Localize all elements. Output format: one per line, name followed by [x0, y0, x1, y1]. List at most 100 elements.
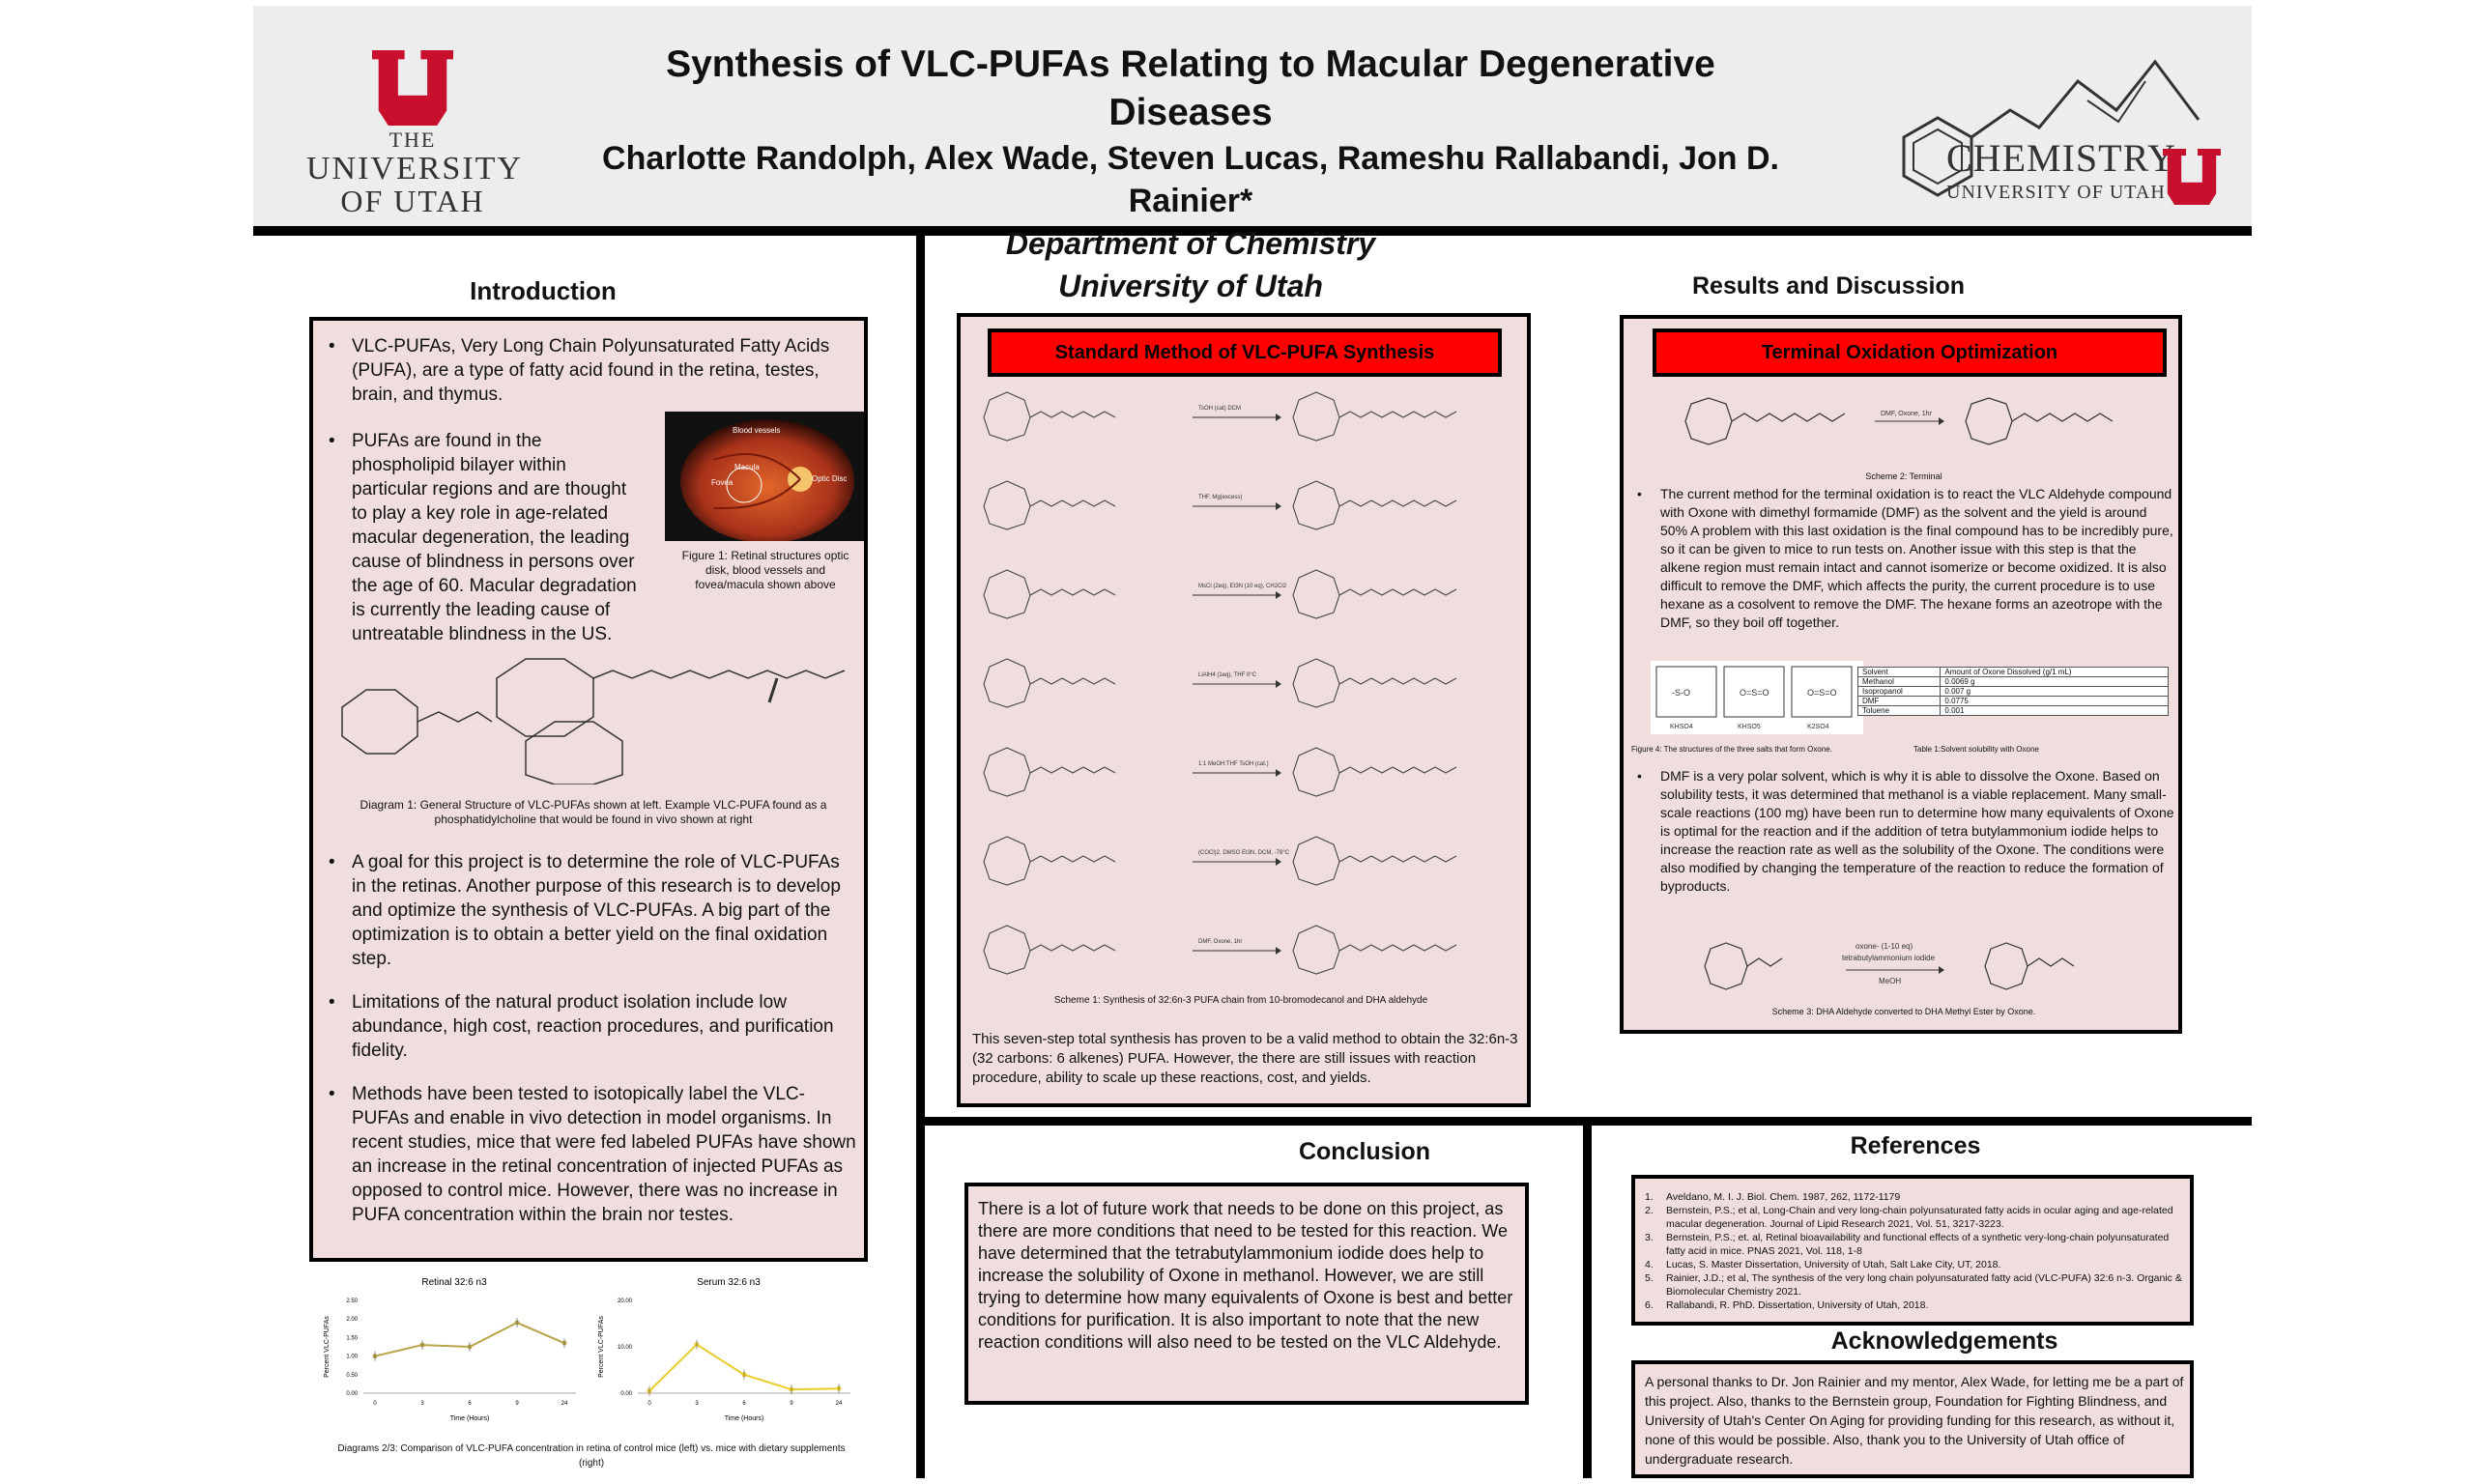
svg-text:O=S=O: O=S=O	[1740, 688, 1769, 698]
reference-item: 1.Aveldano, M. I. J. Biol. Chem. 1987, 2…	[1645, 1191, 1901, 1203]
scheme1-chain	[1029, 499, 1116, 507]
scheme1-chain	[1029, 944, 1116, 952]
scheme1-row: DMF, Oxone, 1hr	[983, 925, 1457, 975]
conclusion-text: There is a lot of future work that needs…	[978, 1199, 1513, 1352]
terminal-oxidation-banner: Terminal Oxidation Optimization	[1653, 328, 2167, 377]
retina-fundus-icon: Blood vessels Macula Fovea Optic Disc	[680, 419, 854, 541]
scheme1-chain	[1338, 588, 1457, 596]
reference-text: Rallabandi, R. PhD. Dissertation, Univer…	[1666, 1299, 1929, 1311]
serum-series-line	[648, 1343, 840, 1392]
scheme1-ring	[983, 836, 1031, 886]
serum-title: Serum 32:6 n3	[697, 1277, 761, 1288]
acknowledgements-box: A personal thanks to Dr. Jon Rainier and…	[1631, 1360, 2194, 1478]
retinal-y-tick: 2.00	[346, 1317, 358, 1323]
terminal-bullet-1: The current method for the terminal oxid…	[1627, 485, 2176, 632]
standard-method-box: Standard Method of VLC-PUFA Synthesis Ts…	[957, 313, 1531, 1107]
scheme1-ring	[983, 391, 1031, 442]
svg-text:O=S=O: O=S=O	[1807, 688, 1837, 698]
reference-text: Bernstein, P.S.; et. al, Retinal bioavai…	[1666, 1232, 2170, 1257]
scheme1-reagent: LiAlH4 (1eq), THF 0°C	[1198, 672, 1257, 678]
serum-ylabel: Percent VLC-PUFAs	[598, 1316, 605, 1378]
retinal-y-tick: 0.00	[346, 1391, 358, 1397]
figure4-caption: Figure 4: The structures of the three sa…	[1631, 745, 1832, 754]
divider-left	[916, 236, 925, 1478]
scheme1-arrowhead	[1276, 769, 1281, 777]
scheme1-row: LiAlH4 (1eq), THF 0°C	[983, 658, 1457, 708]
scheme1-arrowhead	[1276, 591, 1281, 599]
scheme1-chain	[1338, 677, 1457, 685]
table-header-row: Solvent Amount of Oxone Dissolved (g/1 m…	[1856, 667, 2169, 677]
serum-x-tick: 9	[790, 1401, 793, 1407]
diagrams23-caption: Diagrams 2/3: Comparison of VLC-PUFA con…	[337, 1443, 846, 1469]
serum-y-tick: 20.00	[618, 1298, 633, 1304]
table-cell: Methanol	[1856, 676, 1942, 687]
chemistry-sub: UNIVERSITY OF UTAH	[1946, 182, 2166, 203]
scheme1-chain	[1338, 411, 1457, 418]
reference-item: 3.Bernstein, P.S.; et. al, Retinal bioav…	[1645, 1232, 2170, 1257]
scheme1-chain	[1029, 588, 1116, 596]
table-cell: 0.001	[1940, 705, 2169, 716]
scheme1-ring	[1292, 569, 1340, 619]
intro-bullet-4: Limitations of the natural product isola…	[319, 990, 856, 1063]
serum-xlabel: Time (Hours)	[725, 1415, 764, 1422]
chemistry-logo-graphic-icon	[1902, 59, 2201, 197]
reference-text: Rainier, J.D.; et al, The synthesis of t…	[1666, 1272, 2182, 1298]
table-cell: 0.0775	[1940, 696, 2169, 706]
references-box: 1.Aveldano, M. I. J. Biol. Chem. 1987, 2…	[1631, 1175, 2194, 1326]
scheme1-row: TsOH (cat) DCM	[983, 391, 1457, 442]
scheme1-caption: Scheme 1: Synthesis of 32:6n-3 PUFA chai…	[1053, 995, 1428, 1006]
scheme1-chain	[1029, 411, 1116, 418]
label-optic-disc: Optic Disc	[812, 474, 847, 483]
retinal-y-tick: 1.00	[346, 1355, 358, 1360]
chemistry-logo: CHEMISTRY UNIVERSITY OF UTAH	[1865, 52, 2223, 216]
scheme1-reagent: (COCl)2, DMSO Et3N, DCM, -78°C	[1198, 850, 1290, 856]
table-cell: 0.0069 g	[1940, 676, 2169, 687]
scheme1-row: MsCl (2eq), Et3N (10 eq), CH2Cl2	[983, 569, 1457, 619]
scheme1-ring	[1292, 480, 1340, 530]
serum-y-tick: 10.00	[618, 1345, 633, 1351]
header: THE UNIVERSITY OF UTAH Synthesis of VLC-…	[253, 6, 2252, 303]
label-macula: Macula	[734, 463, 760, 471]
scheme1-row: (COCl)2, DMSO Et3N, DCM, -78°C	[983, 836, 1457, 886]
conclusion-box: There is a lot of future work that needs…	[964, 1183, 1529, 1405]
intro-box: VLC-PUFAs, Very Long Chain Polyunsaturat…	[309, 317, 868, 1262]
standard-method-banner: Standard Method of VLC-PUFA Synthesis	[988, 328, 1502, 377]
acknowledgements-title: Acknowledgements	[1830, 1327, 2058, 1355]
serum-x-tick: 0	[647, 1401, 651, 1407]
figure1-caption: Figure 1: Retinal structures optic disk,…	[681, 549, 849, 591]
diagram1-caption: Diagram 1: General Structure of VLC-PUFA…	[360, 798, 827, 826]
scheme3-reagent-2: tetrabutylammonium iodide	[1842, 954, 1936, 962]
scheme1-ring	[983, 925, 1031, 975]
department: Department of Chemistry	[1005, 226, 1376, 261]
retinal-y-tick: 2.50	[346, 1298, 358, 1304]
retinal-y-tick: 0.50	[346, 1373, 358, 1379]
table-cell: Toluene	[1856, 705, 1942, 716]
table1-caption: Table 1:Solvent solubility with Oxone	[1913, 745, 2039, 754]
block-u-logo-icon	[372, 50, 453, 126]
scheme3-caption: Scheme 3: DHA Aldehyde converted to DHA …	[1771, 1007, 2036, 1016]
retinal-ylabel: Percent VLC-PUFAs	[324, 1316, 331, 1378]
scheme1-ring	[983, 480, 1031, 530]
retinal-x-tick: 6	[468, 1401, 472, 1407]
intro-bullet-2: PUFAs are found in the phospholipid bila…	[319, 429, 644, 646]
reference-text: Aveldano, M. I. J. Biol. Chem. 1987, 262…	[1666, 1191, 1901, 1203]
retinal-y-tick: 1.50	[346, 1335, 358, 1341]
chemistry-word: CHEMISTRY	[1946, 136, 2176, 180]
serum-x-tick: 24	[836, 1401, 843, 1407]
intro-bullet-3: A goal for this project is to determine …	[319, 850, 856, 971]
scheme1-reagent: 1:1 MeOH:THF TsOH (cat.)	[1198, 761, 1269, 767]
scheme3-reagent-1: oxone- (1-10 eq)	[1856, 942, 1913, 951]
poster: THE UNIVERSITY OF UTAH Synthesis of VLC-…	[253, 6, 2252, 1478]
references-list: 1.Aveldano, M. I. J. Biol. Chem. 1987, 2…	[1641, 1190, 2188, 1312]
salt-label-3: K2SO4	[1807, 724, 1829, 730]
scheme1-chain	[1338, 944, 1457, 952]
scheme1-ring	[983, 658, 1031, 708]
title-block: Synthesis of VLC-PUFAs Relating to Macul…	[591, 41, 1790, 307]
retinal-x-tick: 9	[515, 1401, 519, 1407]
serum-x-tick: 6	[742, 1401, 746, 1407]
scheme1-chain	[1029, 677, 1116, 685]
table-cell: Isopropanol	[1856, 686, 1942, 697]
